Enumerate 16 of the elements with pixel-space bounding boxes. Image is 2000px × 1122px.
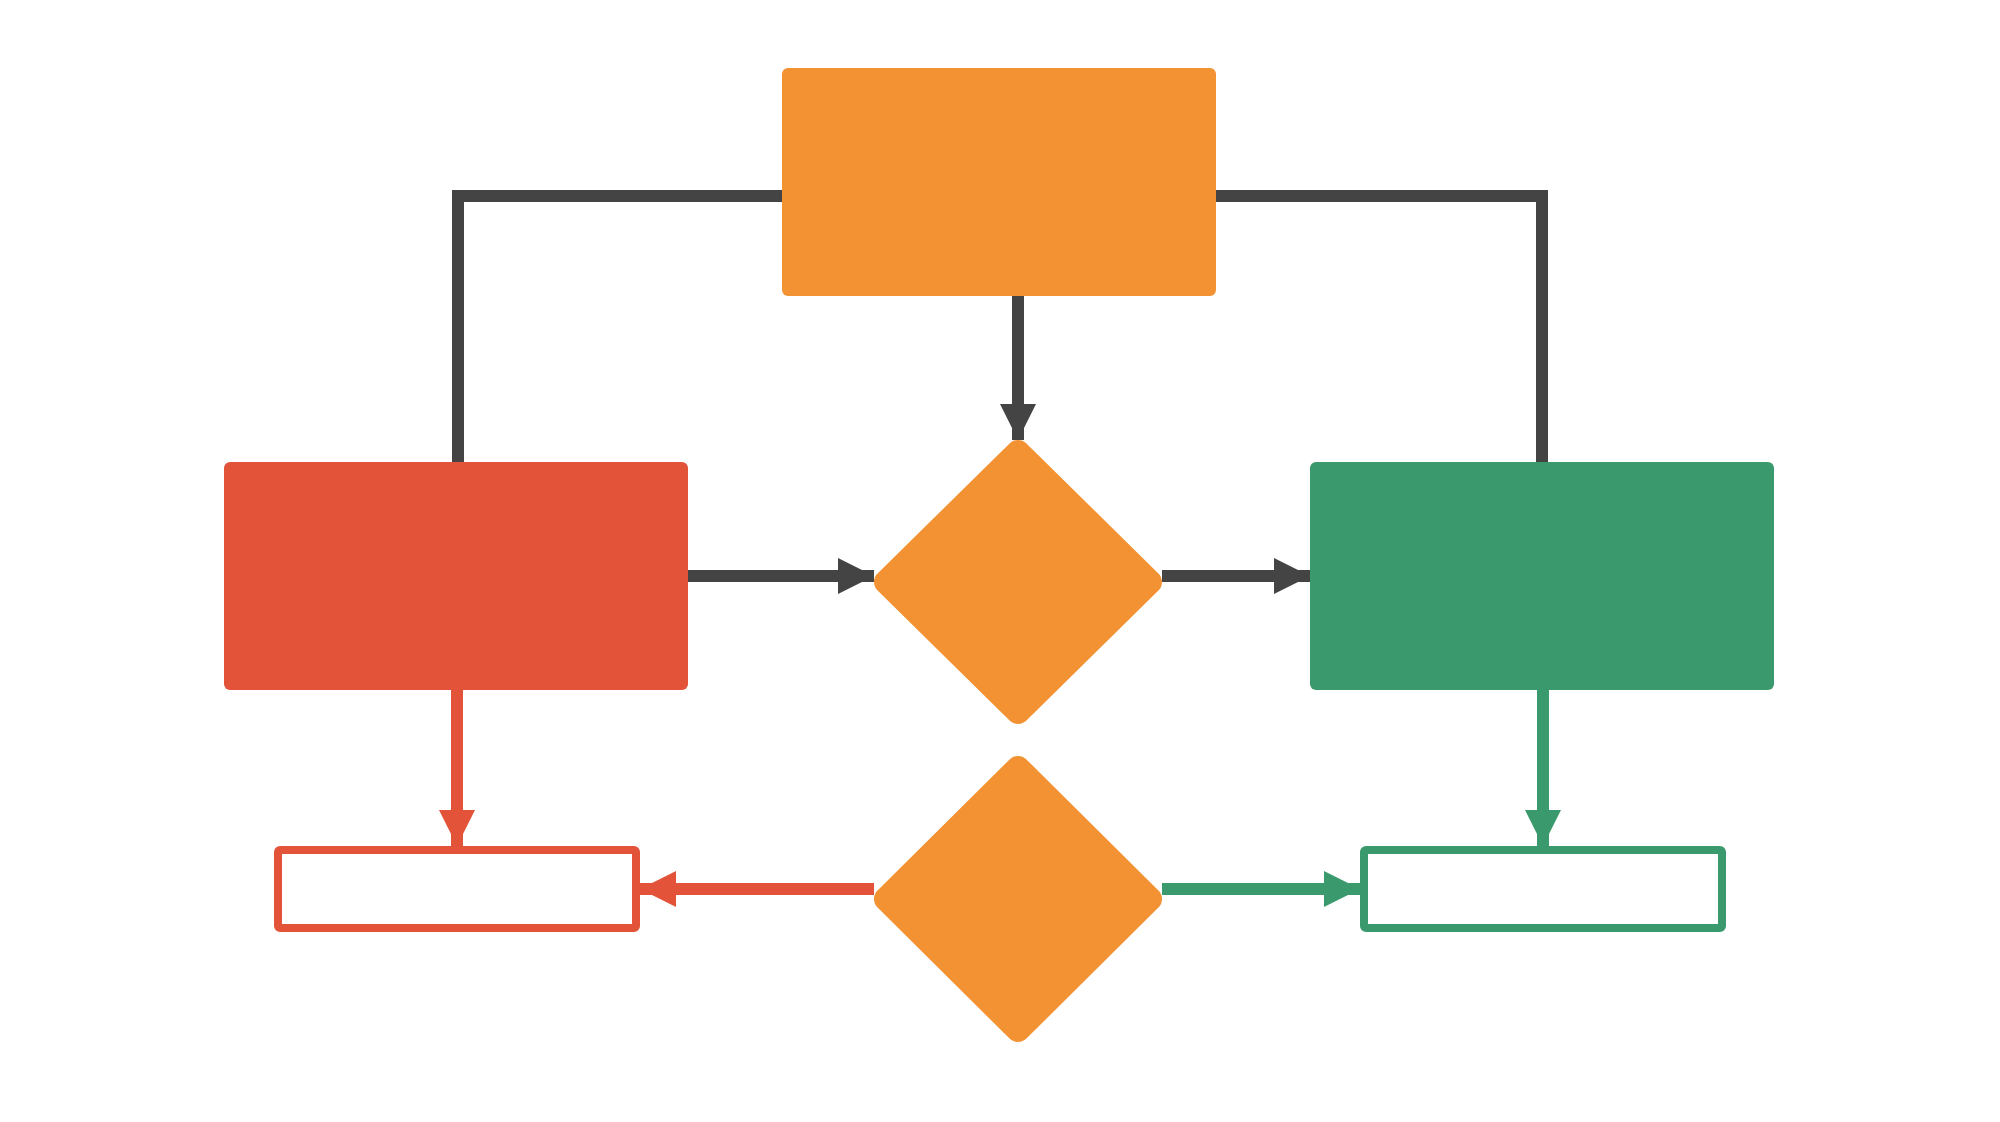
arrow: [1162, 871, 1360, 907]
connector-line: [452, 190, 782, 462]
arrow: [1000, 296, 1036, 440]
arrow: [1162, 558, 1310, 594]
connector-line: [1216, 190, 1548, 462]
process-box: [224, 462, 688, 690]
outlined-box: [1360, 846, 1726, 932]
outlined-box: [274, 846, 640, 932]
decision-diamond: [874, 440, 1162, 724]
arrow: [688, 558, 874, 594]
decision-diamond: [874, 756, 1162, 1042]
process-box: [1310, 462, 1774, 690]
arrow: [439, 690, 475, 846]
process-box: [782, 68, 1216, 296]
arrow: [1525, 690, 1561, 846]
arrow: [640, 871, 874, 907]
